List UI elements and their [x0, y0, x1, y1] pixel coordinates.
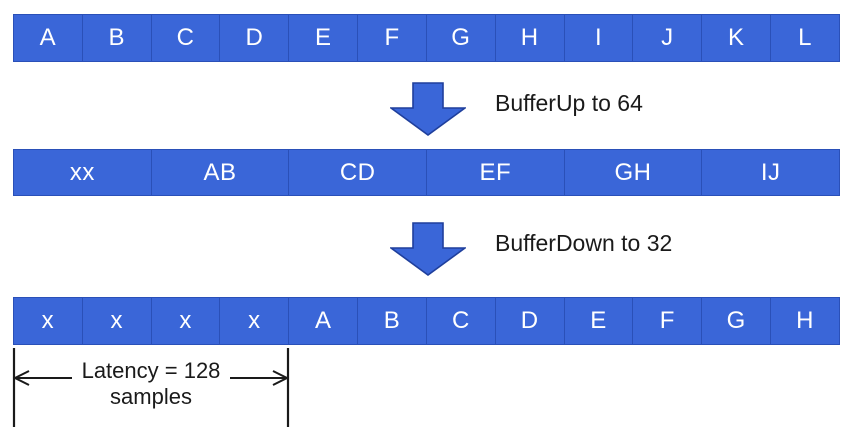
- buffer-cell: C: [426, 298, 496, 344]
- buffer-cell: GH: [564, 150, 703, 195]
- buffer-cell: AB: [151, 150, 290, 195]
- buffer-up-step-label: BufferUp to 64: [495, 90, 643, 116]
- buffer-cell: E: [564, 298, 634, 344]
- down-block-arrow-icon: [390, 222, 466, 276]
- buffer-cell: G: [426, 15, 496, 61]
- down-block-arrow-icon: [390, 82, 466, 136]
- buffer-cell: I: [564, 15, 634, 61]
- buffer-cell: EF: [427, 150, 565, 195]
- buffer-cell: A: [14, 15, 83, 61]
- input-buffer-row: A B C D E F G H I J K L: [13, 14, 840, 62]
- buffer-cell: L: [771, 15, 839, 61]
- buffer-cell: H: [495, 15, 565, 61]
- buffer-cell: x: [220, 298, 290, 344]
- buffered-down-row: x x x x A B C D E F G H: [13, 297, 840, 345]
- buffered-up-row: xx AB CD EF GH IJ: [13, 149, 840, 196]
- buffer-cell: H: [771, 298, 839, 344]
- buffer-cell: B: [358, 298, 427, 344]
- buffer-cell: F: [633, 298, 703, 344]
- buffer-cell: x: [82, 298, 152, 344]
- buffer-cell: E: [289, 15, 359, 61]
- buffer-cell: D: [495, 298, 565, 344]
- buffer-cell: K: [702, 15, 772, 61]
- buffer-cell: C: [151, 15, 221, 61]
- buffer-cell: G: [702, 298, 772, 344]
- buffer-cell: xx: [14, 150, 152, 195]
- latency-measure: [0, 345, 310, 434]
- latency-label-line-2: samples: [110, 384, 192, 409]
- buffer-cell: IJ: [702, 150, 840, 195]
- buffer-cell: A: [289, 298, 359, 344]
- buffer-cell: x: [151, 298, 221, 344]
- buffer-cell: D: [220, 15, 290, 61]
- buffer-cell: CD: [289, 150, 428, 195]
- buffer-cell: B: [82, 15, 152, 61]
- buffer-cell: J: [633, 15, 703, 61]
- buffer-cell: x: [14, 298, 83, 344]
- buffer-cell: F: [358, 15, 427, 61]
- latency-label-line-1: Latency = 128: [81, 358, 221, 383]
- buffer-down-step-label: BufferDown to 32: [495, 230, 673, 256]
- latency-label: Latency = 128 samples: [14, 358, 288, 410]
